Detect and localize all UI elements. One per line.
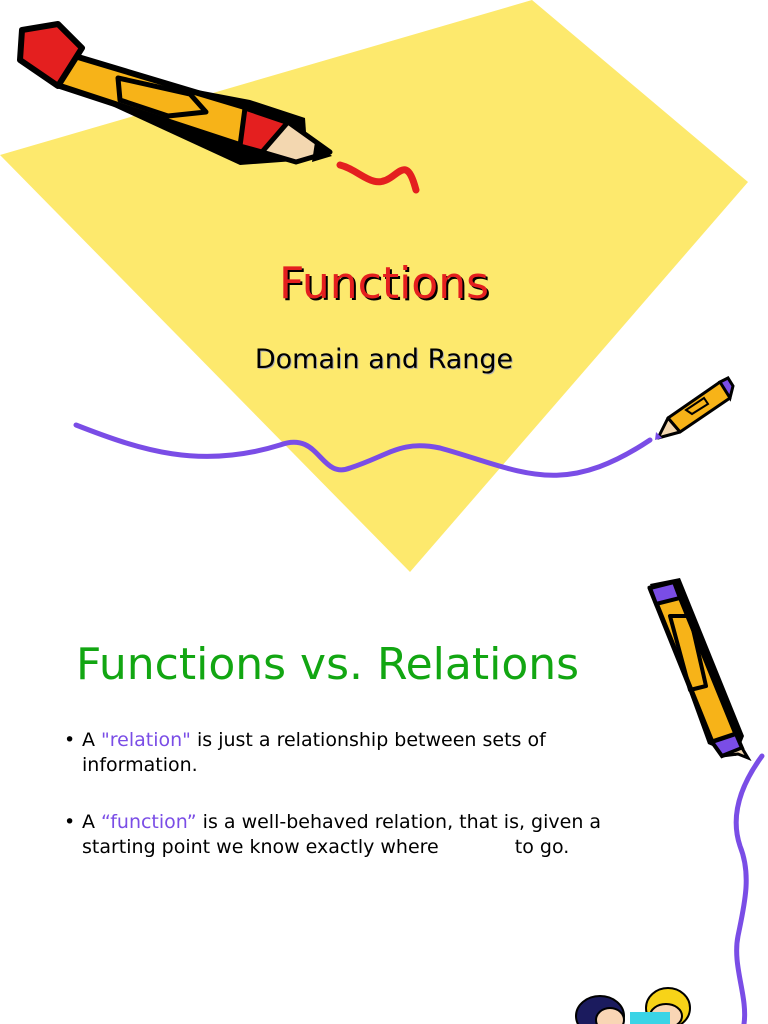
bullet-marker: • [64, 811, 76, 833]
slide-title: Functions [278, 258, 490, 309]
bullet-item: • A “function” is a well-behaved relatio… [64, 810, 654, 860]
bullet-text: is just a relationship between sets of i… [82, 729, 546, 776]
bullet-prefix: A [82, 811, 102, 833]
bullet-list: • A "relation" is just a relationship be… [64, 728, 654, 892]
yellow-background-shape [0, 0, 748, 572]
slide-subtitle: Domain and Range [254, 344, 514, 375]
children-clipart [575, 987, 691, 1024]
term-function: “function” [101, 811, 197, 833]
bullet-text-end: to go. [508, 836, 570, 858]
small-pencil-icon [655, 376, 735, 440]
squiggle-line [733, 753, 765, 1024]
bullet-item: • A "relation" is just a relationship be… [64, 728, 654, 778]
term-relation: "relation" [101, 729, 191, 751]
slide-title: Functions vs. Relations [76, 639, 580, 690]
bullet-prefix: A [82, 729, 102, 751]
content-slide: Functions vs. Relations • A "relation" i… [0, 576, 768, 1024]
slide-background-art [0, 0, 748, 572]
squiggle-line [73, 422, 653, 478]
title-slide: Functions Domain and Range [0, 0, 748, 572]
bullet-text: is a well-behaved relation, that is, giv… [82, 811, 602, 858]
bullet-marker: • [64, 729, 76, 751]
pencil-icon [647, 578, 752, 762]
slide-art [575, 578, 765, 1024]
pencil-icon [17, 21, 420, 194]
